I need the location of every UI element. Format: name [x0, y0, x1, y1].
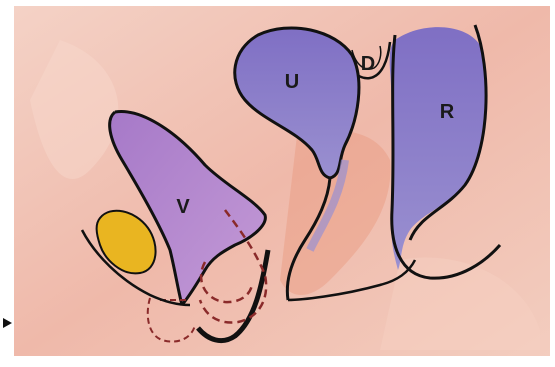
label-v: V	[176, 196, 190, 218]
label-d: D	[361, 53, 375, 75]
label-u: U	[285, 71, 299, 93]
label-r: R	[440, 101, 455, 123]
